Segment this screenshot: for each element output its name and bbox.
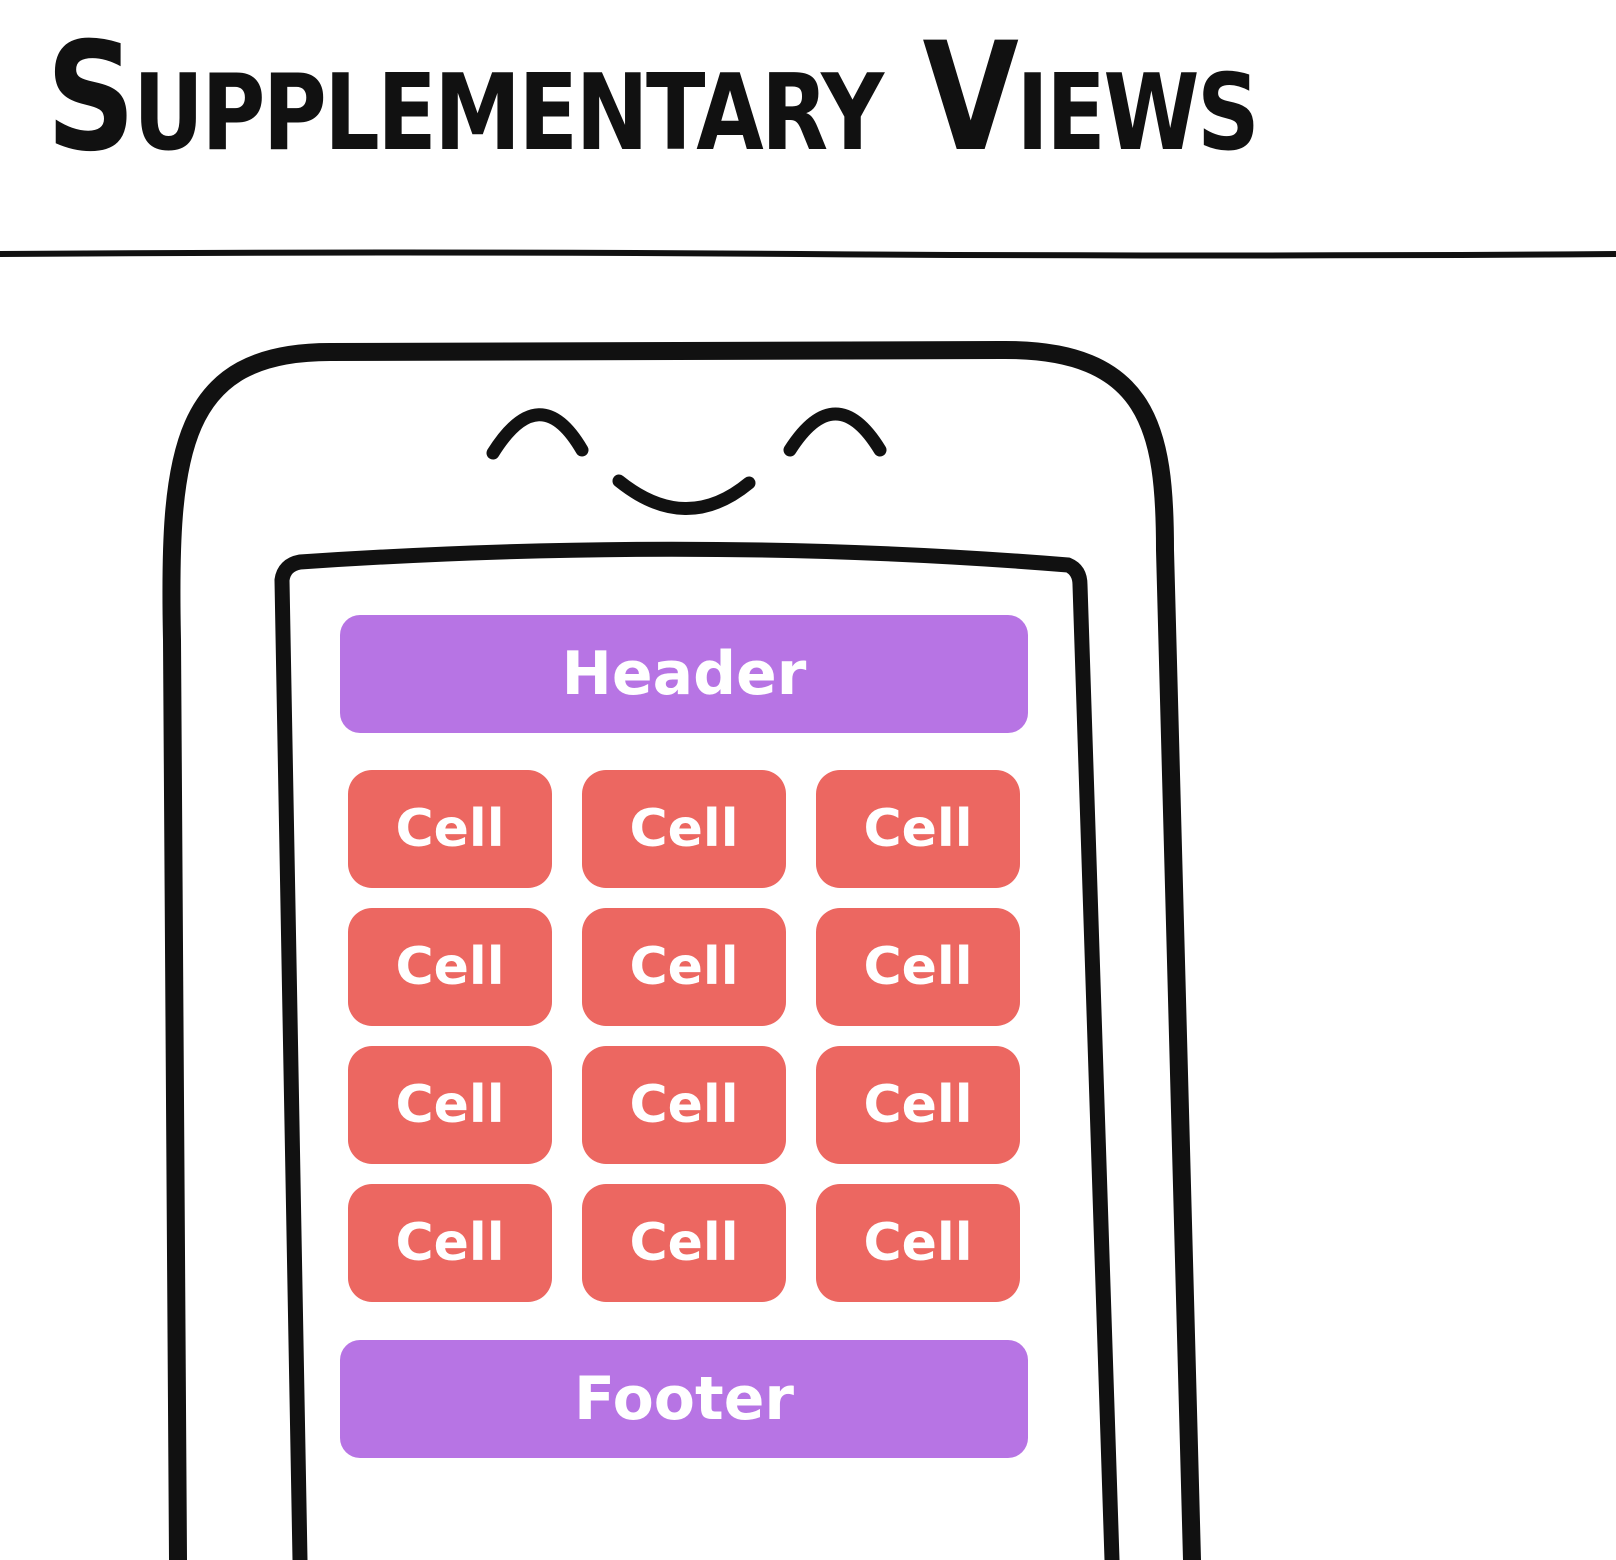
cell-item: Cell — [348, 770, 552, 888]
cell-item: Cell — [582, 1184, 786, 1302]
phone-screen — [274, 541, 1120, 1560]
cell-item: Cell — [582, 770, 786, 888]
cell-label: Cell — [863, 799, 973, 859]
cell-item: Cell — [816, 770, 1020, 888]
footer-label: Footer — [574, 1364, 794, 1434]
phone-body — [162, 340, 1201, 1560]
cell-item: Cell — [816, 1046, 1020, 1164]
cell-label: Cell — [395, 799, 505, 859]
cell-item: Cell — [816, 908, 1020, 1026]
cell-label: Cell — [863, 1075, 973, 1135]
mouth-icon — [612, 474, 756, 515]
cell-label: Cell — [863, 937, 973, 997]
divider — [0, 249, 1616, 259]
cell-item: Cell — [348, 1046, 552, 1164]
cell-label: Cell — [629, 799, 739, 859]
cell-item: Cell — [582, 908, 786, 1026]
cell-item: Cell — [816, 1184, 1020, 1302]
cell-label: Cell — [395, 1213, 505, 1273]
cell-label: Cell — [629, 1075, 739, 1135]
right-eye-icon — [783, 407, 887, 457]
header-label: Header — [561, 639, 807, 709]
footer-view: Footer — [340, 1340, 1028, 1458]
page-title: Supplementary Views — [46, 11, 1260, 185]
cell-item: Cell — [348, 1184, 552, 1302]
left-eye-icon — [486, 408, 589, 460]
cell-label: Cell — [395, 937, 505, 997]
cell-label: Cell — [863, 1213, 973, 1273]
cell-label: Cell — [629, 1213, 739, 1273]
cell-label: Cell — [629, 937, 739, 997]
cell-item: Cell — [348, 908, 552, 1026]
cell-item: Cell — [582, 1046, 786, 1164]
header-view: Header — [340, 615, 1028, 733]
cell-label: Cell — [395, 1075, 505, 1135]
